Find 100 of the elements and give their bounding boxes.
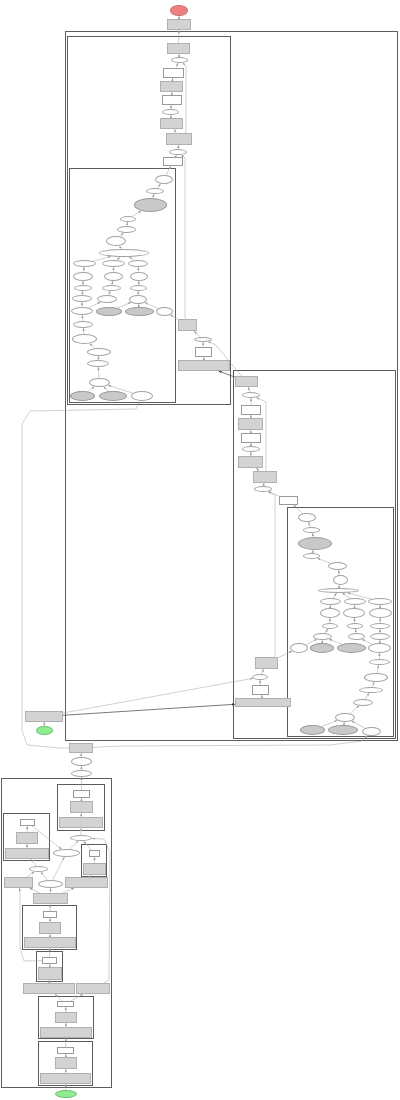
arrow [81, 290, 84, 296]
ellipse-node [104, 272, 123, 281]
arrow [171, 77, 174, 82]
arrow [152, 193, 155, 199]
arrow [97, 355, 100, 361]
ellipse-node [333, 575, 348, 585]
cluster-frame [36, 951, 63, 982]
arrow [379, 617, 382, 624]
ellipse-node [353, 699, 373, 706]
shaded-box [65, 877, 108, 888]
ellipse-node [74, 285, 92, 291]
arrow [128, 256, 134, 261]
shaded-box [167, 43, 190, 54]
cluster-frame [38, 1041, 93, 1086]
arrow [249, 414, 252, 419]
ellipse-node [89, 378, 110, 387]
ellipse-node [87, 360, 109, 367]
ellipse-node [129, 295, 147, 304]
shaded-box [178, 360, 230, 371]
arrow [48, 933, 52, 938]
arrow [64, 1053, 67, 1058]
shaded-box [166, 133, 192, 145]
arrow [103, 386, 109, 392]
cluster-frame [81, 844, 107, 877]
ellipse-node [73, 272, 93, 281]
shaded-ellipse [328, 725, 358, 735]
shaded-ellipse [310, 643, 334, 653]
arrow [202, 356, 205, 361]
arrow [353, 617, 356, 624]
ellipse-node [70, 835, 92, 841]
shaded-box [5, 848, 49, 859]
arrow [249, 442, 253, 447]
shaded-box [160, 81, 183, 92]
arrow [248, 386, 251, 393]
ellipse-node [348, 633, 365, 640]
arrow [328, 617, 332, 624]
process-box [73, 790, 90, 798]
ellipse-node [71, 307, 93, 315]
ellipse-node [320, 608, 340, 618]
process-box [43, 911, 57, 918]
ellipse-node [320, 598, 341, 605]
arrow [82, 266, 85, 273]
shaded-box [83, 863, 106, 875]
arrow [332, 592, 337, 599]
arrow [353, 604, 356, 609]
ellipse-node [364, 673, 388, 682]
arrow [249, 429, 252, 434]
arrow [311, 549, 314, 554]
arrow [43, 721, 46, 727]
ellipse-node [162, 109, 179, 115]
arrow [378, 628, 382, 634]
arrow [48, 979, 51, 984]
arrow [260, 694, 264, 699]
arrow [329, 604, 332, 609]
terminal-ellipse [55, 1090, 77, 1098]
process-box [163, 157, 183, 166]
ellipse-node [72, 334, 97, 344]
shaded-box [55, 1012, 77, 1023]
arrow [137, 266, 140, 273]
ellipse-node [102, 260, 125, 267]
shaded-box [69, 743, 93, 753]
cluster-frame [69, 168, 176, 403]
ellipse-node [343, 608, 365, 618]
process-box [163, 68, 184, 78]
arrow [48, 963, 51, 968]
shaded-box [167, 19, 191, 30]
cluster-frame [3, 813, 50, 861]
ellipse-node [53, 849, 80, 857]
ellipse-node [328, 562, 347, 570]
arrow [342, 721, 345, 726]
arrow [354, 628, 358, 634]
ellipse-node [117, 226, 136, 233]
ellipse-node [242, 446, 260, 452]
ellipse-node [242, 392, 260, 398]
shaded-box [40, 1073, 91, 1084]
process-box [57, 1047, 74, 1054]
arrow [108, 290, 111, 296]
ellipse-node [362, 727, 381, 736]
ellipse-node [146, 188, 164, 194]
ellipse-node [155, 175, 173, 184]
arrow [111, 280, 114, 286]
shaded-box [16, 832, 38, 844]
arrow [262, 482, 265, 487]
ellipse-node [29, 866, 48, 872]
ellipse-node [313, 633, 332, 640]
ellipse-node [368, 643, 391, 653]
arrow [119, 232, 124, 237]
ellipse-node [87, 348, 111, 356]
shaded-box [76, 983, 110, 994]
ellipse-node [370, 623, 390, 629]
arrow [64, 1068, 67, 1074]
arrow [337, 584, 341, 589]
process-box [20, 819, 35, 826]
shaded-box [235, 698, 291, 707]
shaded-box [70, 801, 93, 813]
process-box [89, 850, 100, 857]
process-box [241, 405, 261, 415]
arrow [169, 104, 173, 110]
arrow [125, 221, 129, 227]
cluster-frame [67, 36, 231, 405]
